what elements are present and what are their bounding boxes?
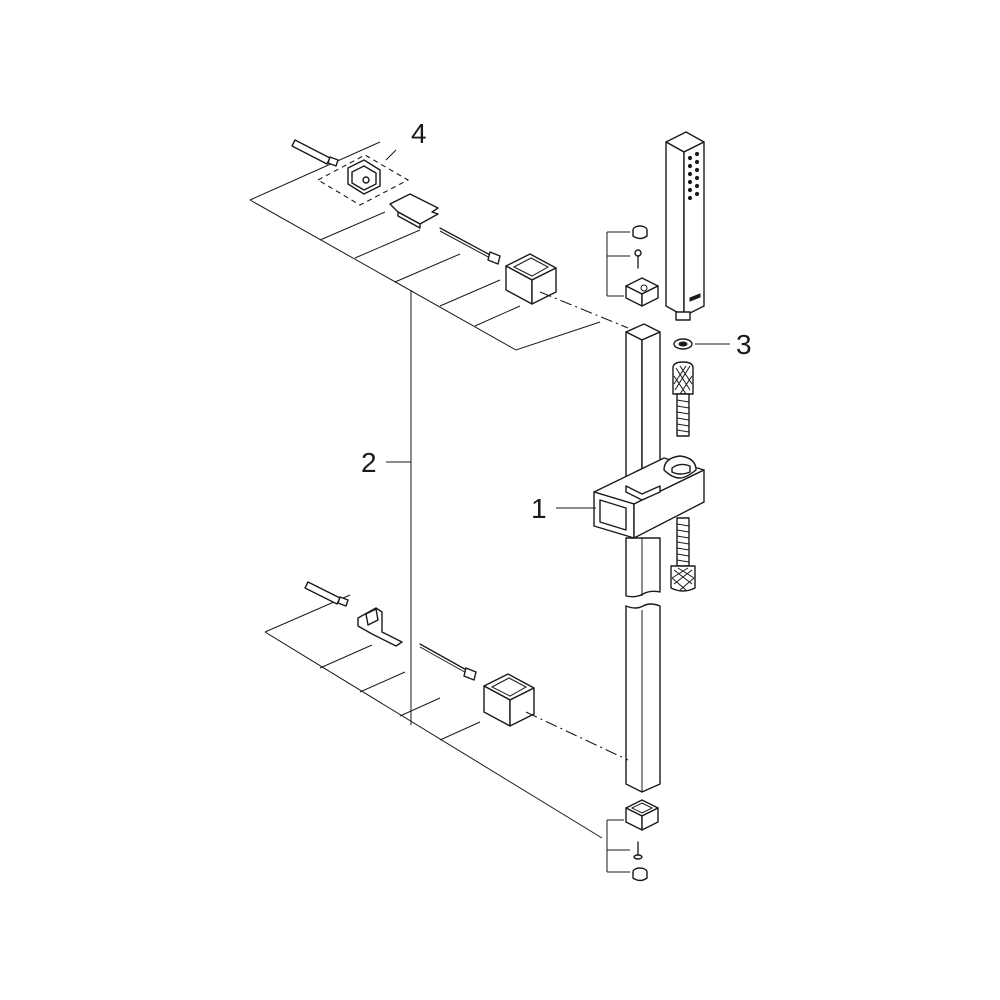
upper-mounting-bracket <box>389 193 439 229</box>
upper-set-screw <box>634 249 642 269</box>
lower-fixing-bracket-lines <box>606 819 630 873</box>
slide-rail-middle <box>625 537 661 598</box>
callout-1: 1 <box>531 493 547 524</box>
upper-cover-cap <box>505 253 557 305</box>
upper-dashed-box <box>316 154 410 206</box>
lower-wall-anchor <box>304 581 349 607</box>
lower-set-screw <box>633 841 643 860</box>
upper-rail-holder <box>625 277 659 307</box>
hose-upper-end <box>672 361 694 437</box>
hose-washer <box>673 338 693 350</box>
callout-4-leader <box>385 149 397 161</box>
upper-screw-cap <box>632 225 648 240</box>
lower-cover-cap <box>483 673 535 727</box>
upper-wall-anchor <box>291 139 339 167</box>
shower-slider <box>593 455 705 539</box>
lower-wall-plane <box>264 594 603 839</box>
lower-screw-cap <box>632 867 648 882</box>
rail-length-bracket <box>386 290 412 725</box>
hand-shower <box>665 131 705 321</box>
lower-mounting-bracket <box>357 607 403 647</box>
lower-screw <box>419 643 477 681</box>
callout-3: 3 <box>736 329 752 360</box>
lower-rail-holder <box>625 799 659 831</box>
callout-2: 2 <box>361 447 377 478</box>
wall-plate-4 <box>347 159 381 195</box>
slide-rail-upper <box>625 323 661 495</box>
callout-4: 4 <box>411 118 427 149</box>
slide-rail-lower <box>625 603 661 793</box>
upper-wall-plane <box>249 141 601 351</box>
spray-nozzles <box>687 151 700 201</box>
upper-fixing-bracket-lines <box>606 231 630 297</box>
upper-axis-line <box>539 291 629 329</box>
hose-lower-end <box>670 517 696 592</box>
upper-screw <box>439 227 501 265</box>
lower-axis-line <box>525 711 629 761</box>
